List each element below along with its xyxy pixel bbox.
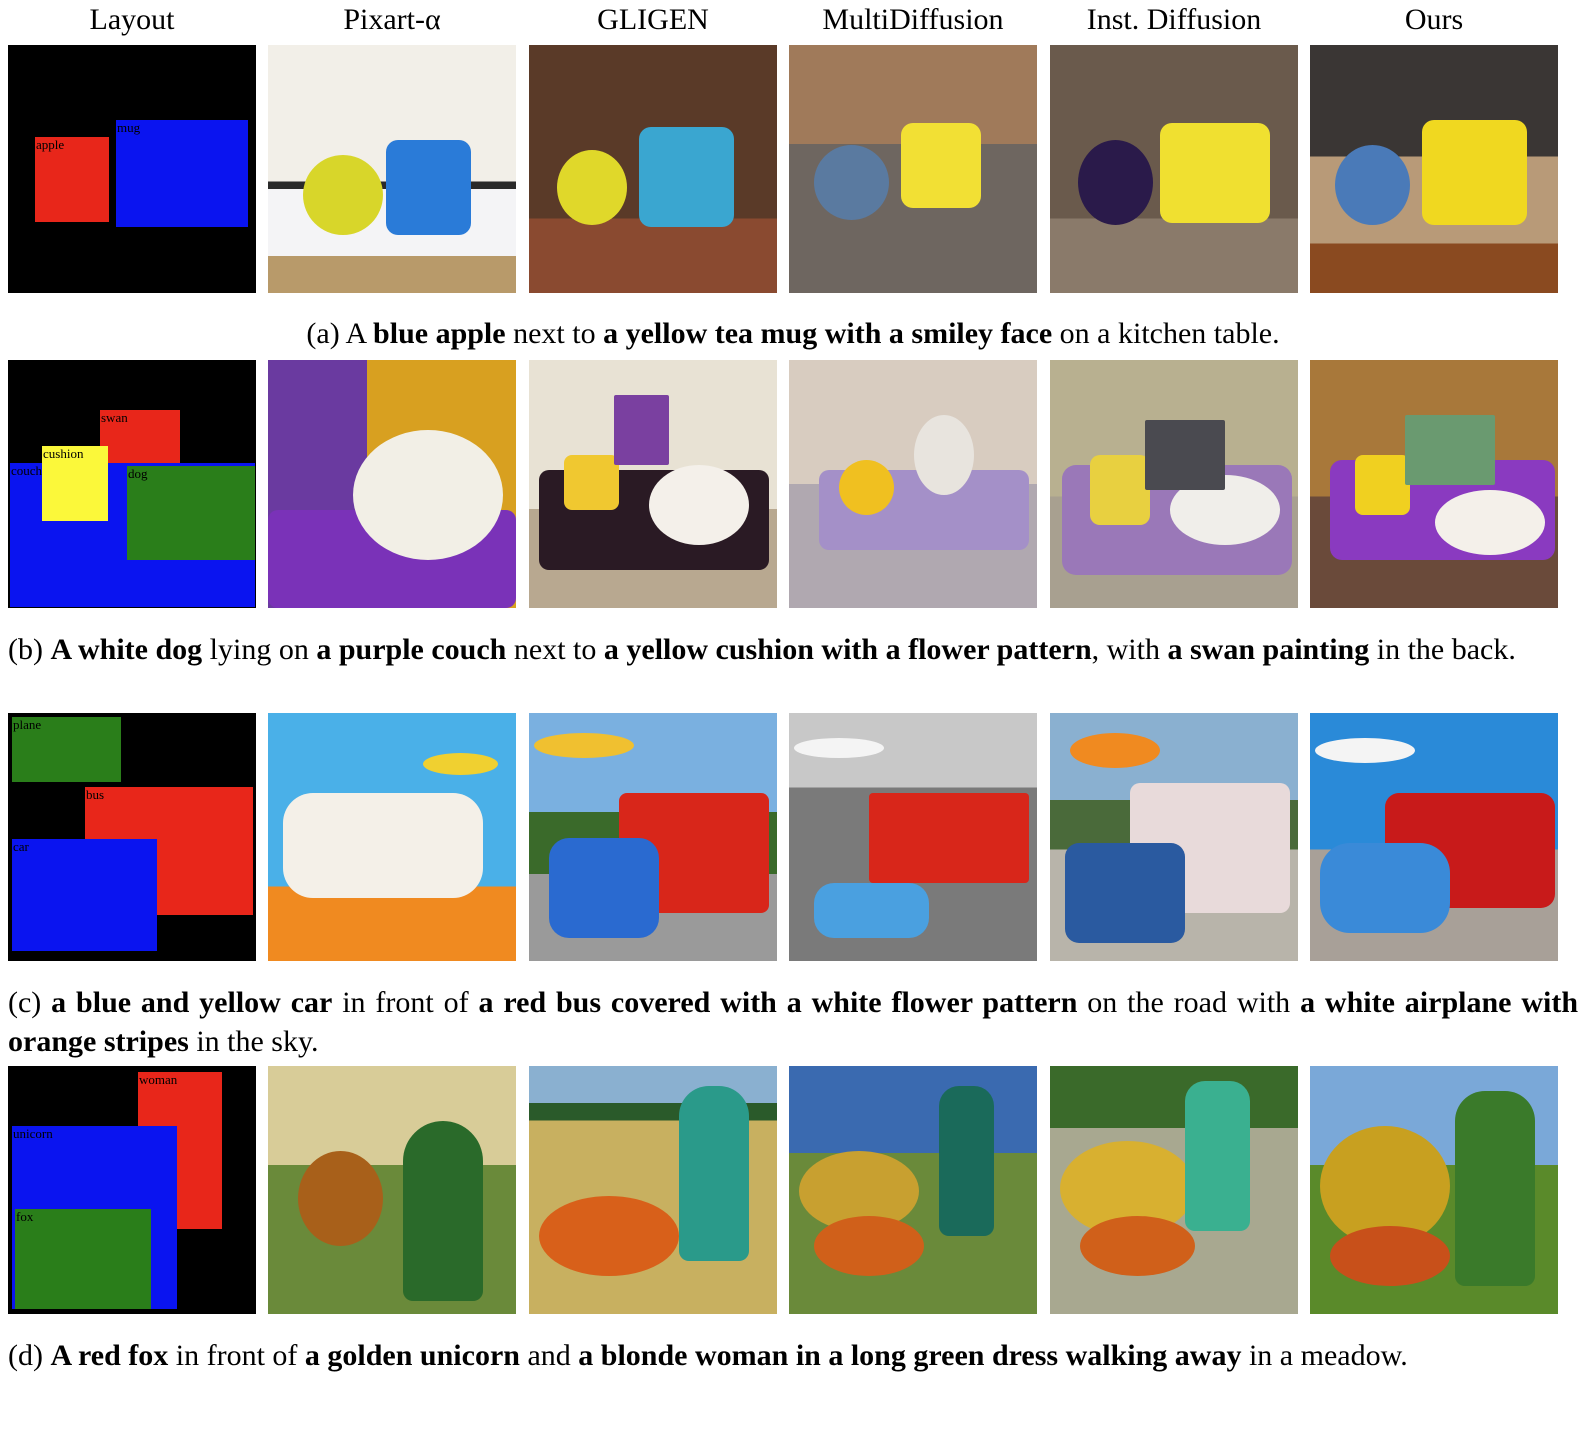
caption-bold-phrase: a white airplane with orange stripes: [8, 986, 1579, 1058]
caption-bold-phrase: a red bus covered with a white flower pa…: [478, 986, 1078, 1019]
generated-image-d-inst-diffusion: [1050, 1066, 1298, 1314]
layout-label-swan: swan: [101, 410, 128, 425]
generated-image-a-ours: [1310, 45, 1558, 293]
caption-text: in a meadow.: [1241, 1339, 1408, 1372]
column-header-pixart: Pixart-α: [343, 3, 441, 36]
caption-text: (a) A: [306, 317, 374, 350]
caption-text: , with: [1091, 633, 1168, 666]
generated-image-b-multidiffusion: [789, 360, 1037, 608]
caption-d: (d) A red fox in front of a golden unico…: [8, 1336, 1578, 1375]
generated-image-a-multidiffusion: [789, 45, 1037, 293]
caption-text: (d): [8, 1339, 51, 1372]
layout-c: plane bus car: [8, 713, 256, 961]
generated-image-c-gligen: [529, 713, 777, 961]
generated-image-b-pixart: [268, 360, 516, 608]
caption-text: on the road with: [1077, 986, 1301, 1019]
generated-image-d-pixart: [268, 1066, 516, 1314]
column-header-layout: Layout: [89, 3, 175, 36]
layout-box-dog: dog: [127, 466, 255, 560]
caption-bold-phrase: a blonde woman in a long green dress wal…: [578, 1339, 1242, 1372]
caption-text: next to: [506, 633, 604, 666]
layout-box-plane: plane: [12, 717, 121, 782]
layout-label-unicorn: unicorn: [13, 1126, 53, 1141]
layout-box-fox: fox: [15, 1209, 151, 1309]
layout-box-apple: apple: [35, 137, 109, 222]
caption-a: (a) A blue apple next to a yellow tea mu…: [8, 314, 1578, 353]
generated-image-a-pixart: [268, 45, 516, 293]
caption-bold-phrase: blue apple: [373, 317, 506, 350]
caption-text: (c): [8, 986, 52, 1019]
column-header-gligen: GLIGEN: [597, 3, 709, 36]
layout-d: woman unicorn fox: [8, 1066, 256, 1314]
generated-image-b-gligen: [529, 360, 777, 608]
layout-b: couch swan dog cushion: [8, 360, 256, 608]
caption-text: in front of: [168, 1339, 305, 1372]
caption-text: lying on: [202, 633, 317, 666]
layout-label-bus: bus: [86, 787, 105, 802]
generated-image-d-ours: [1310, 1066, 1558, 1314]
layout-box-swan: swan: [100, 410, 180, 463]
caption-bold-phrase: A white dog: [50, 633, 203, 666]
caption-c: (c) a blue and yellow car in front of a …: [8, 983, 1578, 1061]
caption-bold-phrase: a blue and yellow car: [51, 986, 333, 1019]
layout-label-fox: fox: [16, 1209, 34, 1224]
layout-box-cushion: cushion: [42, 446, 108, 521]
layout-label-car: car: [13, 839, 29, 854]
layout-label-mug: mug: [117, 120, 141, 135]
generated-image-b-inst-diffusion: [1050, 360, 1298, 608]
layout-label-apple: apple: [36, 137, 65, 152]
caption-bold-phrase: a yellow tea mug with a smiley face: [603, 317, 1053, 350]
caption-text: in the back.: [1369, 633, 1516, 666]
caption-b: (b) A white dog lying on a purple couch …: [8, 630, 1578, 669]
layout-label-cushion: cushion: [43, 446, 84, 461]
layout-box-car: car: [12, 839, 157, 951]
caption-bold-phrase: a swan painting: [1167, 633, 1370, 666]
caption-text: and: [519, 1339, 579, 1372]
layout-a: apple mug: [8, 45, 256, 293]
layout-label-couch: couch: [11, 463, 43, 478]
generated-image-c-inst-diffusion: [1050, 713, 1298, 961]
generated-image-c-pixart: [268, 713, 516, 961]
caption-bold-phrase: A red fox: [50, 1339, 169, 1372]
layout-box-mug: mug: [116, 120, 248, 227]
generated-image-a-inst-diffusion: [1050, 45, 1298, 293]
caption-bold-phrase: a golden unicorn: [304, 1339, 520, 1372]
caption-bold-phrase: a yellow cushion with a flower pattern: [603, 633, 1092, 666]
column-header-inst-diffusion: Inst. Diffusion: [1086, 3, 1262, 36]
generated-image-b-ours: [1310, 360, 1558, 608]
caption-text: in front of: [332, 986, 479, 1019]
caption-bold-phrase: a purple couch: [316, 633, 507, 666]
layout-label-dog: dog: [128, 466, 148, 481]
caption-text: in the sky.: [188, 1025, 319, 1058]
generated-image-a-gligen: [529, 45, 777, 293]
layout-label-plane: plane: [13, 717, 42, 732]
column-header-ours: Ours: [1404, 3, 1464, 36]
caption-text: on a kitchen table.: [1052, 317, 1280, 350]
generated-image-d-multidiffusion: [789, 1066, 1037, 1314]
caption-text: (b): [8, 633, 51, 666]
generated-image-c-ours: [1310, 713, 1558, 961]
column-header-multidiffusion: MultiDiffusion: [822, 3, 1004, 36]
generated-image-d-gligen: [529, 1066, 777, 1314]
layout-label-woman: woman: [139, 1072, 178, 1087]
generated-image-c-multidiffusion: [789, 713, 1037, 961]
caption-text: next to: [505, 317, 604, 350]
